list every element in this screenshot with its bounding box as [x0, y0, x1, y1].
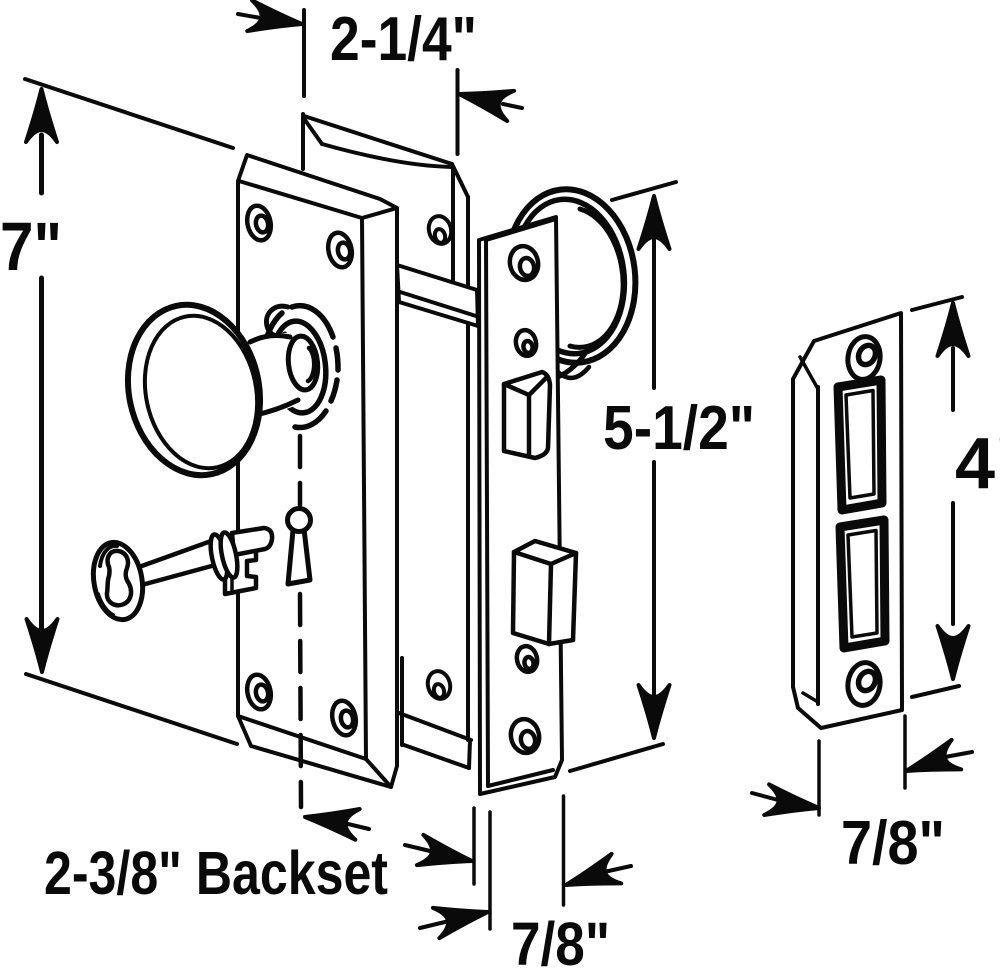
svg-text:2-3/8" Backset: 2-3/8" Backset: [44, 839, 388, 907]
svg-text:4": 4": [955, 424, 1000, 504]
svg-text:2-1/4": 2-1/4": [330, 5, 477, 74]
svg-text:5-1/2": 5-1/2": [603, 394, 755, 463]
svg-text:7": 7": [0, 208, 62, 285]
svg-text:7/8": 7/8": [841, 809, 945, 878]
svg-text:7/8": 7/8": [511, 910, 610, 971]
